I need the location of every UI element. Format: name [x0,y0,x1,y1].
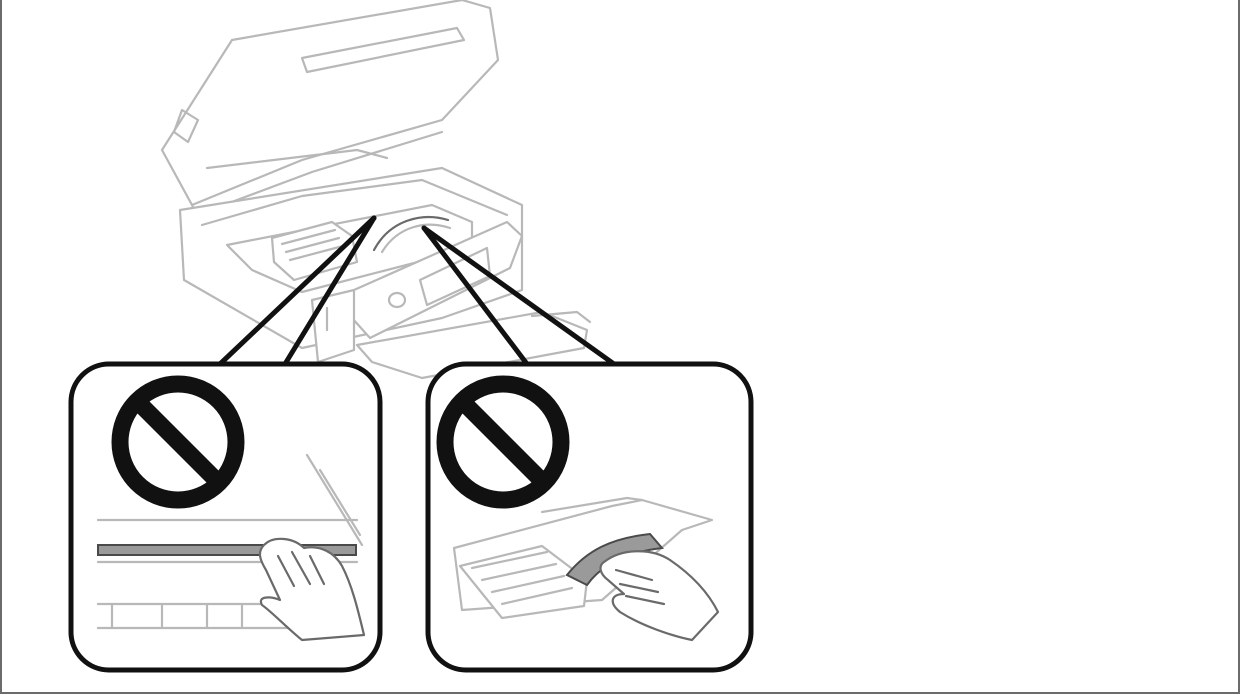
printer-illustration [162,0,590,378]
detail-panel-right [428,364,751,670]
front-panel [312,290,354,362]
detail-panel-left [71,364,380,670]
